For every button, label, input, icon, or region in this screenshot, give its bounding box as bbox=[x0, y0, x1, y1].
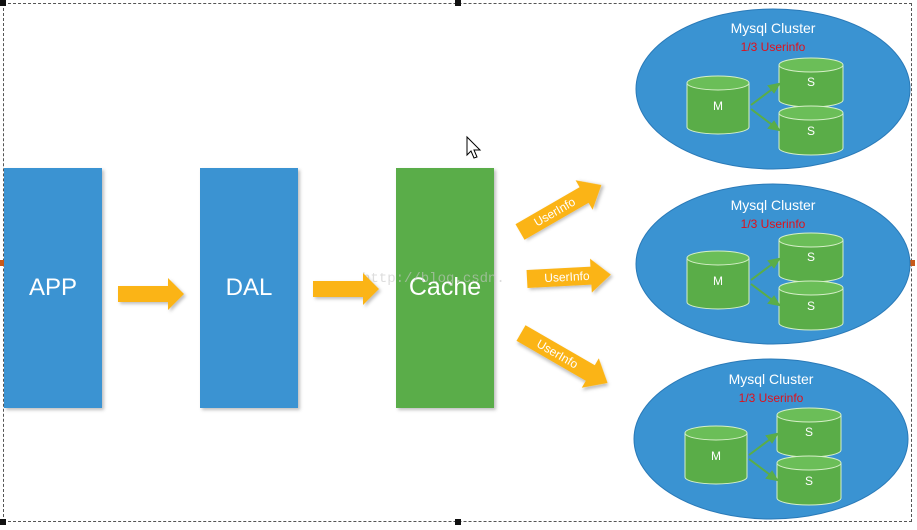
master-db-icon: M bbox=[686, 75, 750, 135]
mouse-pointer-icon bbox=[466, 135, 482, 159]
arrow-cache-to-cluster-2: UserInfo bbox=[526, 258, 611, 293]
arrow-cache-to-cluster-3: UserInfo bbox=[516, 325, 608, 388]
replication-arrows bbox=[750, 82, 782, 132]
arrow-app-to-dal bbox=[118, 278, 184, 310]
slave-db-icon-1: S bbox=[778, 232, 844, 283]
arrow-label-2: UserInfo bbox=[544, 269, 590, 285]
arrow-cache-to-cluster-1: UserInfo bbox=[515, 180, 602, 240]
master-db-icon: M bbox=[684, 425, 748, 485]
watermark-text: http://blog.csdn. bbox=[362, 271, 505, 287]
cluster-subtitle: 1/3 Userinfo bbox=[741, 40, 806, 54]
resize-handle-bottom-left[interactable] bbox=[0, 519, 6, 525]
slave-db-label-1: S bbox=[807, 250, 815, 264]
cluster-title: Mysql Cluster bbox=[731, 197, 816, 213]
resize-handle-middle-left[interactable] bbox=[0, 260, 6, 266]
cluster-title: Mysql Cluster bbox=[729, 371, 814, 387]
resize-handle-bottom-center[interactable] bbox=[455, 519, 461, 525]
master-db-label: M bbox=[713, 274, 723, 288]
slave-db-label-2: S bbox=[807, 299, 815, 313]
app-box: APP bbox=[4, 168, 102, 408]
cache-box-label: Cache bbox=[409, 273, 481, 301]
slave-db-icon-2: S bbox=[778, 280, 844, 331]
master-db-icon: M bbox=[686, 250, 750, 310]
slave-db-label-1: S bbox=[807, 75, 815, 89]
slave-db-icon-1: S bbox=[778, 57, 844, 108]
resize-handle-middle-right[interactable] bbox=[909, 260, 915, 266]
cache-box: Cache bbox=[396, 168, 494, 408]
mysql-cluster-1: Mysql Cluster 1/3 Userinfo M S S bbox=[635, 8, 911, 170]
dal-box: DAL bbox=[200, 168, 298, 408]
replication-arrows bbox=[750, 257, 782, 307]
slave-db-label-1: S bbox=[805, 425, 813, 439]
resize-handle-top-center[interactable] bbox=[455, 0, 461, 6]
resize-handle-top-left[interactable] bbox=[0, 0, 6, 6]
master-db-label: M bbox=[711, 449, 721, 463]
app-box-label: APP bbox=[29, 274, 77, 301]
cluster-title: Mysql Cluster bbox=[731, 20, 816, 36]
slave-db-icon-2: S bbox=[778, 105, 844, 156]
slave-db-icon-2: S bbox=[776, 455, 842, 506]
mysql-cluster-2: Mysql Cluster 1/3 Userinfo M S S bbox=[635, 183, 911, 345]
arrow-dal-to-cache bbox=[313, 273, 379, 305]
mysql-cluster-3: Mysql Cluster 1/3 Userinfo M S S bbox=[633, 358, 909, 520]
master-db-label: M bbox=[713, 99, 723, 113]
cluster-subtitle: 1/3 Userinfo bbox=[739, 391, 804, 405]
dal-box-label: DAL bbox=[226, 274, 273, 301]
cluster-subtitle: 1/3 Userinfo bbox=[741, 217, 806, 231]
replication-arrows bbox=[748, 432, 780, 482]
slave-db-label-2: S bbox=[807, 124, 815, 138]
slave-db-icon-1: S bbox=[776, 407, 842, 458]
slave-db-label-2: S bbox=[805, 474, 813, 488]
